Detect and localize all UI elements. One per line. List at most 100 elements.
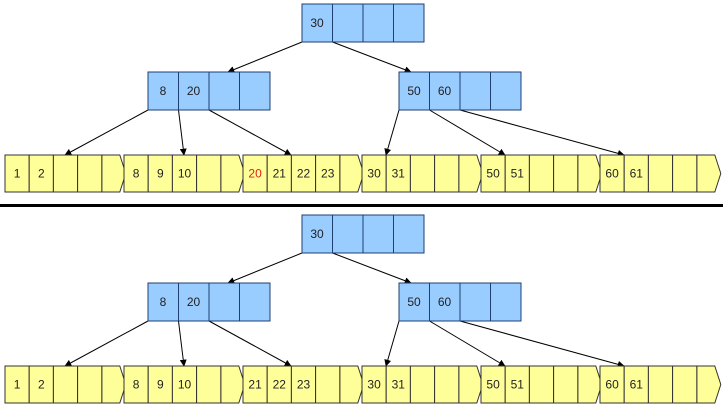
leaf-node-key: 51 xyxy=(511,378,525,392)
leaf-node-key: 1 xyxy=(14,167,21,181)
leaf-node-cell xyxy=(599,365,625,404)
root-node: 30 xyxy=(301,3,425,43)
leaf-node-key: 21 xyxy=(248,378,262,392)
leaf-node-cell xyxy=(553,365,579,404)
leaf-node-cell xyxy=(52,365,79,404)
root-node-cell xyxy=(393,3,425,43)
leaf-node-cell xyxy=(361,365,387,404)
leaf-node-key: 60 xyxy=(605,378,619,392)
leaf-node-key: 50 xyxy=(486,167,500,181)
edge-to-leaf xyxy=(384,320,400,367)
leaf-node-key: 9 xyxy=(157,167,164,181)
internal-node-key: 20 xyxy=(187,84,201,98)
edges-layer xyxy=(64,41,625,368)
internal-node-cell xyxy=(147,282,179,322)
leaf-node-cell xyxy=(528,154,555,193)
leaf-node: 50 51 xyxy=(480,154,603,193)
root-node-cell xyxy=(301,3,333,43)
leaf-node-next-pointer xyxy=(577,365,603,404)
leaf-node-cell xyxy=(4,365,30,404)
leaf-node-cell xyxy=(123,365,149,404)
leaf-node-cell xyxy=(196,154,222,193)
leaf-node-next-pointer xyxy=(577,154,603,193)
edge-to-leaf xyxy=(429,320,506,367)
leaf-node-key: 61 xyxy=(630,167,644,181)
leaf-node-cell xyxy=(647,154,674,193)
leaf-node-key: 22 xyxy=(297,167,311,181)
leaf-node-key: 22 xyxy=(273,378,287,392)
leaf-node-next-pointer xyxy=(458,365,484,404)
edge-to-leaf xyxy=(459,109,625,157)
leaf-node-key: 30 xyxy=(367,167,381,181)
leaf-node-key: 51 xyxy=(511,167,525,181)
leaf-node-key: 31 xyxy=(392,167,406,181)
root-node-cell xyxy=(301,214,333,254)
root-node-cell xyxy=(393,214,425,254)
edge-root-to-left xyxy=(227,41,303,73)
leaf-node-next-pointer xyxy=(696,365,722,404)
internal-node-key: 8 xyxy=(160,295,167,309)
internal-node-cell xyxy=(490,282,522,322)
internal-node: 8 20 xyxy=(147,282,271,322)
leaf-node-cell xyxy=(123,154,149,193)
leaf-node: 30 31 xyxy=(361,154,484,193)
internal-node-cell xyxy=(178,282,210,322)
leaf-node-cell xyxy=(672,154,698,193)
leaf-node-next-pointer xyxy=(339,365,365,404)
leaf-node-next-pointer xyxy=(458,154,484,193)
leaf-node-next-pointer xyxy=(220,365,246,404)
internal-node-cell xyxy=(459,71,491,111)
leaf-node-next-pointer xyxy=(696,154,722,193)
leaf-node-cell xyxy=(77,365,103,404)
leaf-node-cell xyxy=(361,154,387,193)
leaf-node-next-pointer xyxy=(101,154,127,193)
leaf-node-next-pointer xyxy=(101,365,127,404)
leaf-node-cell xyxy=(266,154,292,193)
leaf-node-cell xyxy=(623,154,649,193)
internal-node-cell xyxy=(459,282,491,322)
leaf-node-key: 60 xyxy=(605,167,619,181)
internal-node-key: 60 xyxy=(438,84,452,98)
internal-node-key: 60 xyxy=(438,295,452,309)
internal-node-cell xyxy=(178,71,210,111)
leaf-node-key-highlighted: 20 xyxy=(248,167,262,181)
edge-root-to-right xyxy=(332,41,412,74)
leaf-node-cell xyxy=(290,154,317,193)
leaf-node-cell xyxy=(196,365,222,404)
leaf-node-key: 8 xyxy=(133,378,140,392)
edge-root-to-right xyxy=(332,252,412,285)
leaf-node-next-pointer xyxy=(339,154,365,193)
leaf-node-next-pointer xyxy=(220,154,246,193)
root-node: 30 xyxy=(301,214,425,254)
leaf-node-cell xyxy=(315,365,341,404)
leaf-node-cell xyxy=(28,365,54,404)
internal-node-cell xyxy=(208,282,240,322)
edge-to-leaf xyxy=(178,109,187,156)
internal-node-key: 20 xyxy=(187,295,201,309)
leaf-node-cell xyxy=(315,154,341,193)
leaf-node-key: 10 xyxy=(178,167,192,181)
edge-to-leaf xyxy=(459,320,625,368)
leaf-node-cell xyxy=(28,154,54,193)
edge-to-leaf xyxy=(429,109,506,156)
leaf-node-cell xyxy=(528,365,555,404)
leaf-node-cell xyxy=(599,154,625,193)
edge-to-leaf xyxy=(208,320,292,367)
leaf-node-cell xyxy=(434,365,460,404)
internal-node-cell xyxy=(239,71,271,111)
leaf-node-key: 2 xyxy=(38,378,45,392)
leaf-node-cell xyxy=(647,365,674,404)
edge-to-leaf xyxy=(208,109,292,156)
leaf-node: 60 61 xyxy=(599,154,722,193)
leaf-node-key: 9 xyxy=(157,378,164,392)
